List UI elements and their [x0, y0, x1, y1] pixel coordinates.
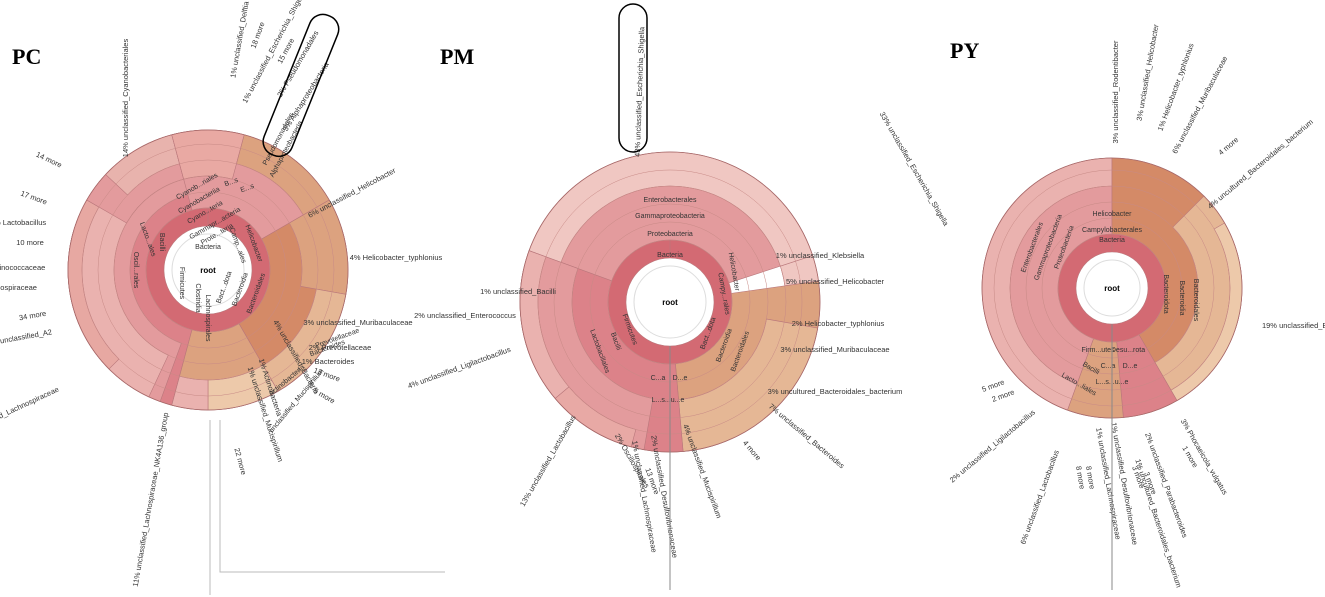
- inner-label: Firmicutes: [178, 267, 185, 300]
- highlight-box-pc: [262, 13, 340, 158]
- panel-title-pm: PM: [440, 44, 475, 69]
- inner-label: Gammaproteobacteria: [635, 213, 705, 220]
- inner-label: L...s...u...e: [652, 397, 685, 404]
- inner-label: Bacteroidota: [1162, 274, 1169, 313]
- outer-label: 18 more: [249, 21, 267, 50]
- outer-label: 2% Ruminococcaceae: [0, 263, 45, 272]
- outer-label: 4% uncultured_Bacteroidales_bacterium: [1206, 117, 1315, 210]
- outer-label: 3% unclassified_Helicobacter: [1135, 23, 1161, 122]
- outer-label: 3% uncultured_Bacteroidales_bacterium: [768, 387, 903, 396]
- outer-label: 43% unclassified_Escherichia_Shigella: [633, 26, 647, 157]
- inner-label: C...a: [1101, 363, 1116, 370]
- center-hole: [633, 265, 707, 339]
- inner-label: Oscil...rales: [132, 252, 139, 289]
- sunburst-pm: root Bacteria Proteobacteria Gammaproteobac…: [406, 26, 902, 559]
- inner-label: Proteobacteria: [647, 231, 693, 238]
- inner-label: C...a: [651, 375, 666, 382]
- outer-label: 8 more: [1074, 465, 1087, 490]
- outer-label: 2% Lactobacillus: [0, 218, 46, 227]
- center-hole: [171, 233, 245, 307]
- center-label: root: [200, 266, 216, 275]
- sunburst-py: rootBacteriaProteobacteriaGammaproteobac…: [878, 23, 1325, 589]
- inner-label: Bacteria: [1099, 237, 1125, 244]
- inner-label: Bacteroidia: [1178, 280, 1185, 315]
- inner-label: Campylobacterales: [1082, 227, 1142, 234]
- outer-label: 8 more: [1084, 465, 1097, 490]
- outer-label: 14% unclassified_Cyanobacteriales: [121, 39, 130, 158]
- outer-label: 13% unclassified_Lactobacillus: [518, 413, 578, 508]
- outer-label: 6% unclassified_Lachnospiraceae: [0, 385, 60, 441]
- highlight-box-pm: [618, 3, 648, 153]
- outer-label: 1% Bacteroides: [302, 357, 355, 366]
- inner-label: Desu...rota: [1111, 347, 1145, 354]
- panel-title-py: PY: [950, 38, 980, 63]
- outer-label: 14 more: [35, 150, 64, 170]
- inner-label: D...e: [1123, 363, 1138, 370]
- ring-divider: [97, 159, 319, 381]
- outer-ring: [67, 129, 349, 411]
- inner-label: Clostridia: [194, 283, 201, 312]
- outer-label: 1% unclassified_Delftia: [228, 0, 250, 79]
- outer-label: 34 more: [18, 309, 47, 323]
- panel-title-pc: PC: [12, 44, 42, 69]
- center-hole: [1083, 259, 1141, 317]
- inner-label: B...s: [224, 177, 240, 189]
- ring-divider: [113, 175, 303, 365]
- sunburst-segment[interactable]: [171, 129, 245, 180]
- inner-label: Bacteria: [195, 244, 221, 251]
- outer-label: 33% unclassified_Escherichia_Shigella: [878, 110, 951, 228]
- inner-label: Helicobacter: [1093, 211, 1133, 218]
- outer-label: 4% Helicobacter_typhlonius: [350, 253, 443, 262]
- outer-label: 1% unclassified_Bacilli: [480, 287, 556, 296]
- outer-label: 6% unclassified_Lactobacillus: [1018, 449, 1061, 546]
- outer-label: 2% Prevotellaceae: [309, 343, 372, 352]
- outer-label: 3% unclassified_Muribaculaceae: [303, 318, 412, 327]
- outer-label: 3% unclassified_Rodentibacter: [1111, 40, 1120, 143]
- outer-label: 17 more: [19, 189, 48, 207]
- outer-label: 10 more: [16, 238, 44, 247]
- outer-label: 2% Helicobacter_typhlonius: [792, 319, 885, 328]
- outer-label: 3% Oscillospiraceae: [0, 283, 37, 292]
- outer-label: 4 more: [741, 439, 763, 463]
- inner-label: Bacteroidales: [1192, 279, 1199, 322]
- ring-divider: [81, 143, 335, 397]
- outer-label: 2% unclassified_Enterococcus: [414, 311, 516, 320]
- outer-label: 19% unclassified_Bacteroides: [1262, 321, 1325, 330]
- inner-label: D...e: [673, 375, 688, 382]
- outer-label: 5% unclassified_Helicobacter: [786, 277, 884, 286]
- outer-label: 7% unclassified_Bacteroides: [767, 402, 846, 471]
- inner-label: E...s: [240, 183, 256, 195]
- inner-label: Firm...utes: [1081, 347, 1115, 354]
- outer-label: 1% unclassified_Klebsiella: [776, 251, 865, 260]
- center-label: root: [662, 298, 678, 307]
- outer-label: 3% unclassified_Muribaculaceae: [780, 345, 889, 354]
- ring-divider: [129, 191, 287, 349]
- outer-label: 2% unclassified_Ligilactobacillus: [948, 408, 1037, 485]
- outer-label: 11% unclassified_Lachnospiraceae_NK4A136…: [131, 412, 171, 588]
- inner-label: Enterobacterales: [644, 197, 697, 204]
- leader-line: [209, 420, 445, 595]
- outer-label: 4 more: [1217, 135, 1241, 157]
- outer-label: 2% unclassified_A2: [0, 327, 53, 347]
- outer-label: 4% unclassified_Ligilactobacillus: [406, 345, 512, 391]
- inner-label: Lachnospirales: [204, 294, 211, 342]
- inner-label: Bacteria: [657, 252, 683, 259]
- outer-label: 22 more: [233, 447, 249, 476]
- center-label: root: [1104, 284, 1120, 293]
- ring-divider: [145, 207, 271, 333]
- inner-label: Bacilli: [158, 233, 165, 252]
